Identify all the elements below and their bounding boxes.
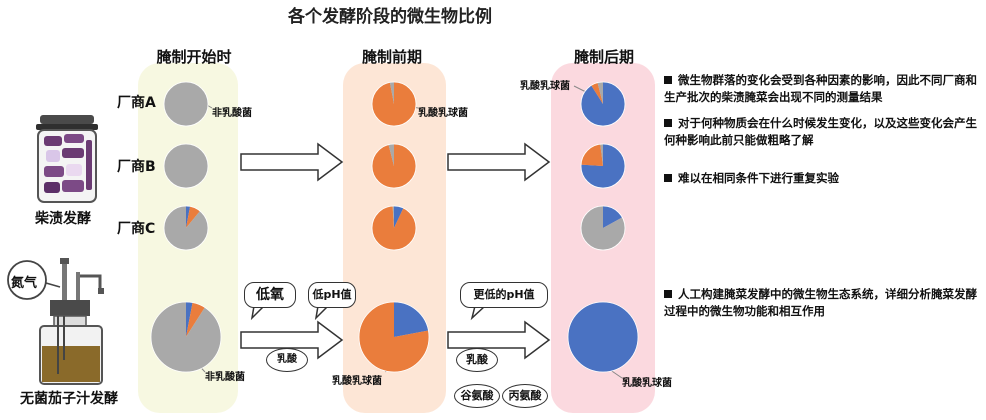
- pie-late-C: [580, 205, 626, 251]
- non-lab-label-top: 非乳酸菌: [212, 108, 252, 119]
- nitrogen-circle: [7, 260, 47, 300]
- pie-early-A: [371, 81, 417, 127]
- lower-ph-bubble: 更低的pH值: [460, 282, 548, 308]
- low-oxygen-bubble: 低氧: [244, 282, 296, 308]
- note-3-text: 难以在相同条件下进行重复实验: [678, 171, 839, 185]
- arrow-start-to-early-bottom: [240, 320, 344, 360]
- pie-outline: [163, 205, 209, 251]
- pie-slice-orange: [186, 302, 205, 337]
- glutamic-acid-oval: 谷氨酸: [454, 384, 500, 408]
- pie-late-B: [580, 143, 626, 189]
- lab-label-early-bottom: 乳酸乳球菌: [332, 376, 382, 387]
- note-1: 微生物群落的变化会受到各种因素的影响，因此不同厂商和生产批次的柴渍腌菜会出现不同…: [664, 72, 980, 106]
- pie-slice-gray: [388, 144, 394, 166]
- pie-slice-orange: [359, 302, 429, 373]
- pickle-jar-icon: [36, 115, 98, 203]
- alanine-oval: 丙氨酸: [502, 384, 548, 408]
- lactic-acid-oval-small: 乳酸: [266, 348, 308, 372]
- bullet-square-icon: [664, 174, 672, 182]
- note-4: 人工构建腌菜发酵中的微生物生态系统，详细分析腌菜发酵过程中的微生物功能和相互作用: [664, 286, 980, 320]
- pie-slice-gray: [389, 82, 394, 104]
- pie-early-B: [371, 143, 417, 189]
- pie-outline: [580, 143, 626, 189]
- pie-outline: [580, 205, 626, 251]
- pie-slice-gray: [150, 302, 221, 372]
- bullet-square-icon: [664, 76, 672, 84]
- lab-label-late-top: 乳酸乳球菌: [520, 81, 570, 92]
- stage-start-title: 腌制开始时: [156, 48, 232, 66]
- pie-slice-blue: [568, 302, 638, 372]
- pie-slice-gray: [597, 82, 603, 104]
- note-4-text: 人工构建腌菜发酵中的微生物生态系统，详细分析腌菜发酵过程中的微生物功能和相互作用: [664, 287, 977, 318]
- pie-start-C: [163, 205, 209, 251]
- pie-outline: [567, 301, 639, 373]
- factory-a-label: 厂商A: [117, 95, 156, 111]
- pie-slice-gray: [392, 206, 394, 228]
- pie-late-sterile: [567, 301, 639, 373]
- arrow-start-to-early-top: [240, 142, 344, 182]
- pie-slice-gray: [600, 144, 603, 166]
- pie-slice-blue: [394, 302, 429, 337]
- stage-early-title: 腌制前期: [361, 48, 422, 66]
- shibazuke-label: 柴渍发酵: [35, 211, 91, 227]
- pie-slice-gray: [164, 206, 208, 250]
- pie-outline: [150, 301, 222, 373]
- note-2-text: 对于何种物质会在什么时候发生变化，以及这些变化会产生何种影响此前只能做粗略了解: [664, 116, 977, 147]
- stage-late-title: 腌制后期: [573, 48, 634, 66]
- pie-outline: [163, 143, 209, 189]
- pie-slice-orange: [372, 206, 417, 251]
- pie-outline: [163, 81, 209, 127]
- pie-slice-orange: [581, 144, 603, 166]
- pie-slice-blue: [394, 206, 404, 228]
- pie-slice-blue: [186, 206, 191, 228]
- lab-label-late-bottom: 乳酸乳球菌: [622, 378, 672, 389]
- pie-slice-gray: [581, 206, 625, 251]
- pie-start-B: [163, 143, 209, 189]
- note-1-text: 微生物群落的变化会受到各种因素的影响，因此不同厂商和生产批次的柴渍腌菜会出现不同…: [664, 73, 977, 104]
- pie-slice-gray: [164, 144, 208, 188]
- pie-outline: [371, 143, 417, 189]
- pie-outline: [580, 81, 626, 127]
- factory-c-label: 厂商C: [117, 221, 156, 237]
- pie-slice-blue: [186, 302, 193, 337]
- pie-slice-orange: [186, 206, 201, 228]
- note-2: 对于何种物质会在什么时候发生变化，以及这些变化会产生何种影响此前只能做粗略了解: [664, 115, 980, 149]
- pie-outline: [358, 301, 430, 373]
- note-3: 难以在相同条件下进行重复实验: [664, 170, 980, 187]
- lab-label-early-top: 乳酸乳球菌: [418, 108, 468, 119]
- diagram-title: 各个发酵阶段的微生物比例: [288, 7, 492, 27]
- pie-start-A: [163, 81, 209, 127]
- stage-arrows: [240, 142, 551, 360]
- pie-early-C: [371, 205, 417, 251]
- pie-slice-gray: [164, 82, 208, 126]
- pie-early-sterile: [358, 301, 430, 373]
- factory-b-label: 厂商B: [117, 159, 156, 175]
- bullet-square-icon: [664, 290, 672, 298]
- pie-outline: [371, 81, 417, 127]
- sterile-label: 无菌茄子汁发酵: [20, 391, 118, 407]
- lactic-acid-oval: 乳酸: [456, 348, 498, 372]
- sterile-bottle-icon: [39, 258, 104, 385]
- low-ph-bubble: 低pH值: [308, 282, 356, 308]
- arrow-early-to-late-bottom: [447, 320, 551, 360]
- bullet-square-icon: [664, 119, 672, 127]
- pie-slice-orange: [591, 82, 603, 104]
- pie-start-sterile: [150, 301, 222, 373]
- pie-late-A: [580, 81, 626, 127]
- arrow-early-to-late-top: [447, 142, 551, 182]
- nitrogen-label: 氮气: [11, 276, 38, 291]
- pie-outline: [371, 205, 417, 251]
- non-lab-label-bottom: 非乳酸菌: [205, 372, 245, 383]
- pie-charts: [150, 81, 639, 373]
